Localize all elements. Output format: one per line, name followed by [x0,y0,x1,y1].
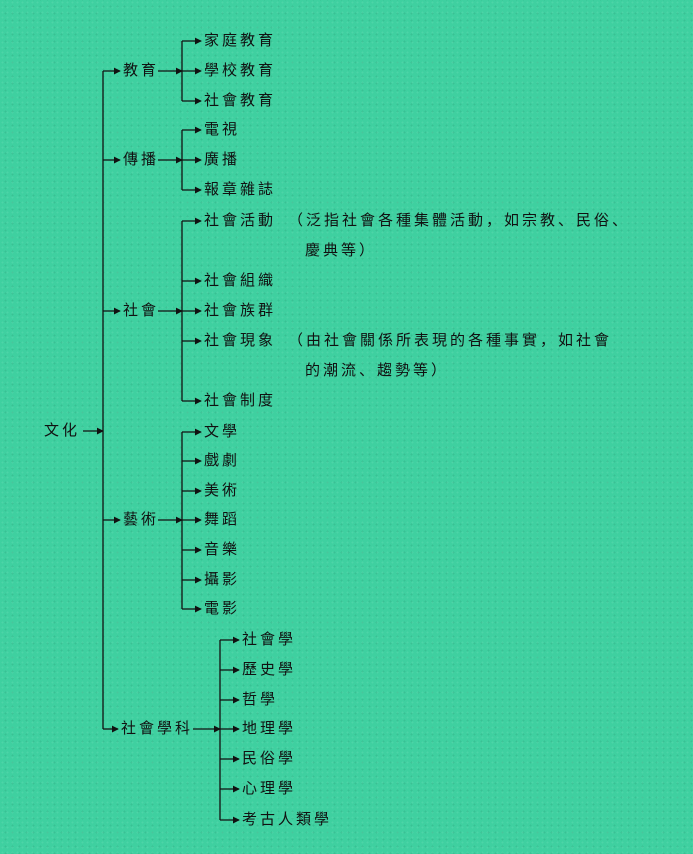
child-label: 學校教育 [204,61,276,79]
child-label: 歷史學 [242,660,296,678]
branch-label: 社會 [123,301,159,319]
child-note: （由社會關係所表現的各種事實，如社會 [288,331,612,349]
child-label: 美術 [204,481,240,499]
child-label: 攝影 [204,570,240,588]
branch-label: 社會學科 [121,719,193,737]
child-label: 哲學 [242,690,278,708]
branch-label: 藝術 [123,510,159,528]
child-label: 地理學 [242,719,296,737]
child-label: 電視 [204,120,240,138]
child-note: 的潮流、趨勢等） [305,361,449,379]
child-label: 舞蹈 [204,510,240,528]
branch-label: 教育 [123,61,159,79]
child-label: 社會組織 [204,271,276,289]
child-label: 社會族群 [204,301,276,319]
child-label: 考古人類學 [242,810,332,828]
child-label: 社會現象 [204,331,276,349]
connector-lines [83,37,240,824]
child-label: 社會制度 [204,391,276,409]
child-label: 社會活動 [204,211,276,229]
branch-label: 傳播 [123,150,159,168]
child-label: 戲劇 [204,451,240,469]
child-label: 家庭教育 [204,31,276,49]
child-note: （泛指社會各種集體活動，如宗教、民俗、 [288,211,630,229]
child-label: 社會學 [242,630,296,648]
root-label-culture: 文化 [44,421,80,439]
child-label: 民俗學 [242,749,296,767]
child-label: 電影 [204,599,240,617]
child-label: 社會教育 [204,91,276,109]
child-label: 文學 [204,422,240,440]
child-note: 慶典等） [305,241,377,259]
child-label: 廣播 [204,150,240,168]
child-label: 報章雜誌 [204,180,276,198]
child-label: 音樂 [204,540,240,558]
child-label: 心理學 [242,779,296,797]
